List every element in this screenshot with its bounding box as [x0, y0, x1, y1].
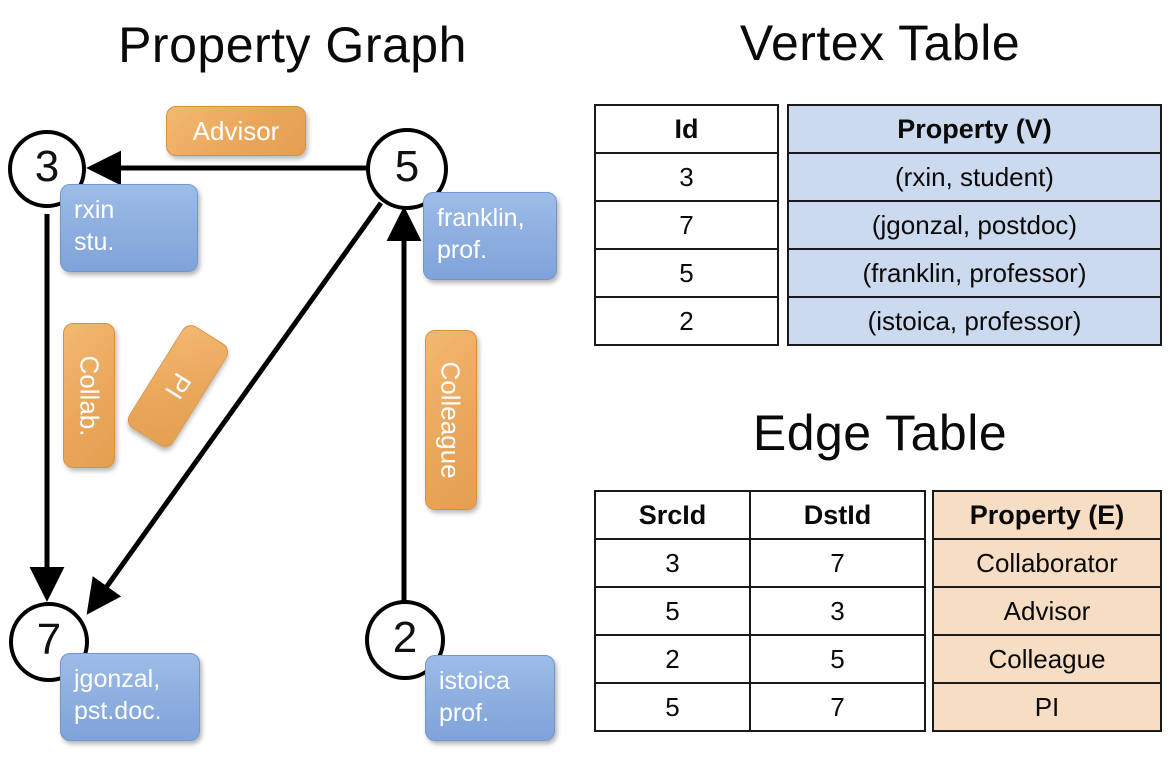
vertex-row-2-property: (franklin, professor) [787, 248, 1162, 298]
graph-node-5-property-box: franklin, prof. [423, 192, 557, 280]
edge-row-3-property: PI [932, 682, 1162, 732]
vertex-row-3-id: 2 [594, 296, 779, 346]
graph-node-3-property-box: rxin stu. [60, 184, 198, 272]
property-graph-diagram: 3 5 7 2 rxin stu. franklin, prof. jgonza… [8, 106, 557, 741]
edge-table-gap [925, 635, 933, 683]
table-row: 5 3 Advisor [594, 586, 1162, 636]
graph-edge-label-collab: Collab. [63, 323, 115, 468]
vertex-row-0-id: 3 [594, 152, 779, 202]
vertex-table-header-row: Id Property (V) [594, 104, 1162, 154]
table-row: 2 (istoica, professor) [594, 296, 1162, 346]
edge-table-gap [925, 587, 933, 635]
edge-table: SrcId DstId Property (E) 3 7 Collaborato… [594, 490, 1162, 732]
graph-edges-svg [29, 150, 422, 615]
graph-edge-label-advisor: Advisor [166, 106, 306, 156]
edge-row-1-property: Advisor [932, 586, 1162, 636]
graph-node-2[interactable]: 2 [365, 600, 445, 680]
page-title-edge-table: Edge Table [752, 405, 1008, 461]
edge-row-0-src: 3 [594, 538, 751, 588]
edge-row-0-dst: 7 [749, 538, 926, 588]
edge-row-2-dst: 5 [749, 634, 926, 684]
edge-row-0-property: Collaborator [932, 538, 1162, 588]
edge-table-gap [925, 683, 933, 731]
graph-edge-label-colleague: Colleague [425, 330, 477, 510]
table-row: 3 7 Collaborator [594, 538, 1162, 588]
edge-table-gap [925, 539, 933, 587]
edge-table-header-dstid: DstId [749, 490, 926, 540]
vertex-row-3-property: (istoica, professor) [787, 296, 1162, 346]
edge-row-2-src: 2 [594, 634, 751, 684]
edge-table-header-row: SrcId DstId Property (E) [594, 490, 1162, 540]
vertex-row-1-property: (jgonzal, postdoc) [787, 200, 1162, 250]
edge-row-3-dst: 7 [749, 682, 926, 732]
edge-pi-5-to-7 [86, 201, 384, 615]
edge-table-header-srcid: SrcId [594, 490, 751, 540]
table-row: 5 7 PI [594, 682, 1162, 732]
graph-node-3-label: 3 [34, 142, 60, 191]
graph-edge-label-advisor-text: Advisor [192, 116, 280, 146]
vertex-table: Id Property (V) 3 (rxin, student) 7 (jgo… [594, 104, 1162, 346]
table-row: 7 (jgonzal, postdoc) [594, 200, 1162, 250]
vertex-table-gap [778, 201, 788, 249]
vertex-row-1-id: 7 [594, 200, 779, 250]
vertex-table-gap [778, 153, 788, 201]
vertex-row-2-id: 5 [594, 248, 779, 298]
edge-row-1-src: 5 [594, 586, 751, 636]
edge-row-3-src: 5 [594, 682, 751, 732]
edge-table-header-property: Property (E) [932, 490, 1162, 540]
edge-table-gap [925, 491, 933, 539]
vertex-table-gap [778, 249, 788, 297]
graph-node-7-label: 7 [36, 615, 62, 664]
page-title-property-graph: Property Graph [118, 17, 467, 73]
graph-node-5[interactable]: 5 [366, 128, 448, 210]
vertex-table-header-property: Property (V) [787, 104, 1162, 154]
table-row: 3 (rxin, student) [594, 152, 1162, 202]
vertex-row-0-property: (rxin, student) [787, 152, 1162, 202]
graph-edge-label-collab-text: Collab. [74, 355, 104, 436]
graph-node-2-label: 2 [392, 613, 418, 662]
table-row: 2 5 Colleague [594, 634, 1162, 684]
vertex-table-gap [778, 105, 788, 153]
page-title-vertex-table: Vertex Table [739, 15, 1021, 71]
table-row: 5 (franklin, professor) [594, 248, 1162, 298]
graph-node-7-property-box: jgonzal, pst.doc. [60, 653, 200, 741]
graph-edge-label-colleague-text: Colleague [436, 361, 466, 479]
edge-row-1-dst: 3 [749, 586, 926, 636]
vertex-table-header-id: Id [594, 104, 779, 154]
graph-node-2-property-box: istoica prof. [425, 655, 555, 741]
edge-row-2-property: Colleague [932, 634, 1162, 684]
vertex-table-gap [778, 297, 788, 345]
graph-edge-label-pi-text: PI [158, 367, 198, 405]
graph-node-5-label: 5 [394, 142, 420, 191]
